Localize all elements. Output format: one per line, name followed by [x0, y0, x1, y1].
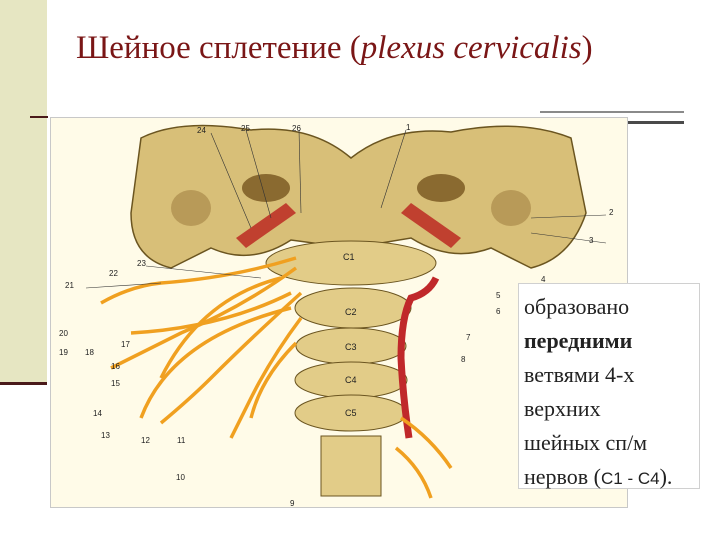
label-14: 14 [93, 409, 102, 418]
label-c3: C3 [345, 342, 357, 352]
label-18: 18 [85, 348, 94, 357]
plexus-drawing: C1 C2 C3 C4 C5 24 25 26 1 2 3 4 5 6 7 8 … [59, 123, 614, 507]
foramen-left [242, 174, 290, 202]
caption-line-bold: передними [524, 328, 633, 353]
label-6: 6 [496, 307, 501, 316]
label-22: 22 [109, 269, 118, 278]
foramen-right [417, 174, 465, 202]
mastoid-right [491, 190, 531, 226]
mastoid-left [171, 190, 211, 226]
cervical-nerves [100, 256, 453, 499]
label-15: 15 [111, 379, 120, 388]
muscle-left [236, 203, 296, 248]
decorative-line [0, 382, 47, 385]
label-21: 21 [65, 281, 74, 290]
vertebra-lower [320, 435, 382, 497]
title-latin: plexus cervicalis [360, 30, 582, 66]
label-9: 9 [290, 499, 295, 507]
title-paren-close: ) [581, 30, 593, 66]
label-17: 17 [121, 340, 130, 349]
vertebra-c1 [265, 240, 437, 286]
label-24: 24 [197, 126, 206, 135]
decorative-band [0, 0, 47, 382]
label-10: 10 [176, 473, 185, 482]
label-19: 19 [59, 348, 68, 357]
label-23: 23 [137, 259, 146, 268]
label-5: 5 [496, 291, 501, 300]
vertebral-column [265, 240, 437, 497]
vertebral-artery [397, 276, 440, 439]
label-7: 7 [466, 333, 471, 342]
caption-line: ветвями 4-х [524, 362, 635, 387]
caption-line6-suffix: ). [659, 464, 673, 489]
caption-line: нервов (С1 - С4). [524, 460, 695, 496]
leader-lines [85, 129, 607, 289]
label-2: 2 [609, 208, 614, 217]
label-25: 25 [241, 124, 250, 133]
label-13: 13 [101, 431, 110, 440]
label-c5: C5 [345, 408, 357, 418]
label-16: 16 [111, 362, 120, 371]
label-12: 12 [141, 436, 150, 445]
title-russian: Шейное сплетение [76, 30, 342, 66]
label-8: 8 [461, 355, 466, 364]
caption-line6-prefix: нервов ( [524, 464, 601, 489]
caption-line: шейных сп/м [524, 430, 648, 455]
label-c1: C1 [343, 252, 355, 262]
label-1: 1 [406, 123, 411, 132]
label-26: 26 [292, 124, 301, 133]
caption-line: верхних [524, 396, 601, 421]
decorative-line [30, 116, 48, 118]
muscle-right [401, 203, 461, 248]
label-20: 20 [59, 329, 68, 338]
title-paren-open: ( [349, 30, 361, 66]
slide-title: Шейное сплетение (plexus cervicalis) [76, 30, 593, 67]
caption-box: образовано передними ветвями 4-х верхних… [518, 283, 700, 489]
label-c2: C2 [345, 307, 357, 317]
caption-line: образовано [524, 294, 630, 319]
label-11: 11 [177, 436, 186, 445]
label-3: 3 [589, 236, 594, 245]
label-c4: C4 [345, 375, 357, 385]
caption-line6-code: С1 - С4 [601, 469, 660, 488]
label-4: 4 [541, 275, 546, 284]
decorative-line [540, 111, 684, 113]
